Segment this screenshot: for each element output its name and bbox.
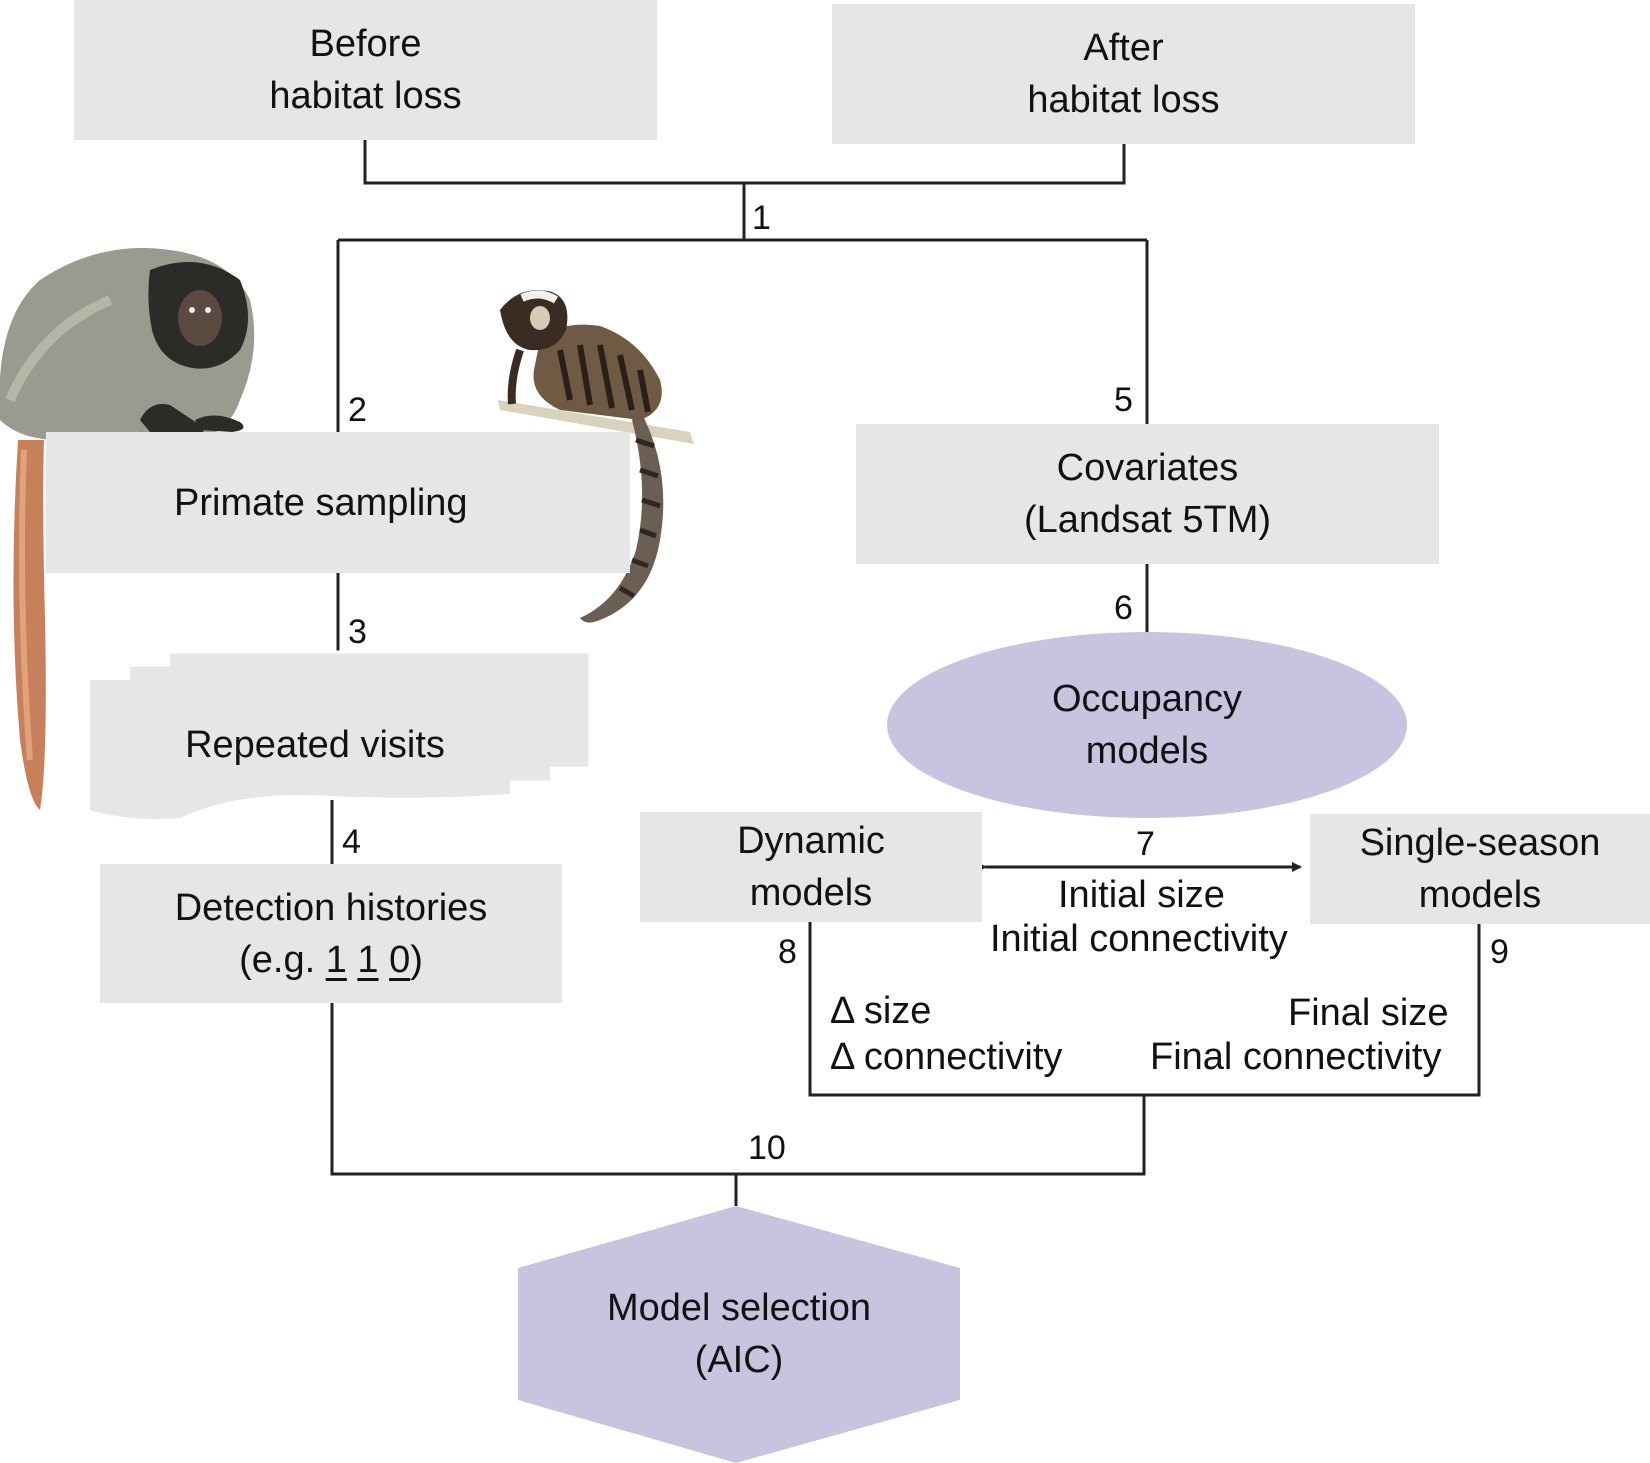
repeated-visits-text: Repeated visits: [90, 690, 540, 800]
delta-size-text: Δ size: [830, 990, 932, 1032]
detection-suffix: ): [410, 938, 423, 981]
delta-connectivity-text: Δ connectivity: [830, 1036, 1063, 1078]
monkey-illustration: [0, 248, 255, 810]
final-connectivity-text: Final connectivity: [1150, 1036, 1442, 1078]
model-selection-line1: Model selection: [606, 1287, 872, 1329]
before-line1: Before: [309, 23, 422, 65]
edge-label-4: 4: [342, 823, 361, 861]
initial-connectivity-text: Initial connectivity: [990, 918, 1288, 960]
model-selection-hexagon: [518, 1206, 960, 1463]
edge-label-9: 9: [1490, 933, 1509, 971]
detection-prefix: (e.g.: [239, 938, 326, 981]
detection-digit-1: 1: [325, 938, 347, 981]
edge-label-1: 1: [752, 199, 771, 237]
primate-sampling-label: Primate sampling: [174, 481, 468, 524]
initial-size-text: Initial size: [1058, 874, 1225, 916]
before-line2: habitat loss: [269, 75, 462, 117]
covariates-line2: (Landsat 5TM): [1023, 499, 1272, 541]
dynamic-line1: Dynamic: [737, 820, 885, 862]
dynamic-line2: models: [749, 872, 873, 914]
single-season-line2: models: [1418, 874, 1542, 916]
edge-label-7: 7: [1136, 825, 1155, 863]
after-habitat-loss-box: After habitat loss: [832, 4, 1415, 144]
dynamic-models-box: Dynamic models: [640, 812, 982, 922]
connector-lines: [330, 140, 1481, 1206]
model-selection-text: Model selection (AIC): [518, 1268, 960, 1400]
occupancy-line2: models: [1085, 730, 1209, 772]
detection-digit-3: 0: [389, 938, 411, 981]
detection-digit-2: 1: [357, 938, 379, 981]
occupancy-text: Occupancy models: [887, 632, 1407, 818]
primate-sampling-box: Primate sampling: [46, 432, 630, 573]
covariates-box: Covariates (Landsat 5TM): [856, 424, 1439, 564]
single-season-line1: Single-season: [1359, 822, 1601, 864]
detection-line1: Detection histories: [174, 886, 488, 929]
occupancy-line1: Occupancy: [1051, 678, 1243, 720]
edge-label-5: 5: [1114, 381, 1133, 419]
edge-label-8: 8: [778, 933, 797, 971]
model-selection-line2: (AIC): [694, 1339, 784, 1381]
edge-label-3: 3: [348, 613, 367, 651]
after-line1: After: [1083, 27, 1164, 69]
repeated-visits-shape: [90, 650, 592, 819]
repeated-visits-label: Repeated visits: [185, 724, 445, 766]
after-line2: habitat loss: [1027, 79, 1220, 121]
covariates-line1: Covariates: [1056, 447, 1239, 489]
detection-histories-box: Detection histories (e.g. 1 1 0): [100, 864, 562, 1003]
marmoset-illustration: [498, 290, 694, 623]
edge-label-10: 10: [748, 1129, 786, 1167]
edge-label-2: 2: [348, 391, 367, 429]
detection-line2: (e.g. 1 1 0): [239, 934, 423, 986]
single-season-models-box: Single-season models: [1310, 814, 1650, 924]
before-habitat-loss-box: Before habitat loss: [74, 0, 657, 140]
edge-label-6: 6: [1114, 589, 1133, 627]
final-size-text: Final size: [1288, 992, 1449, 1034]
occupancy-ellipse: [887, 632, 1407, 818]
